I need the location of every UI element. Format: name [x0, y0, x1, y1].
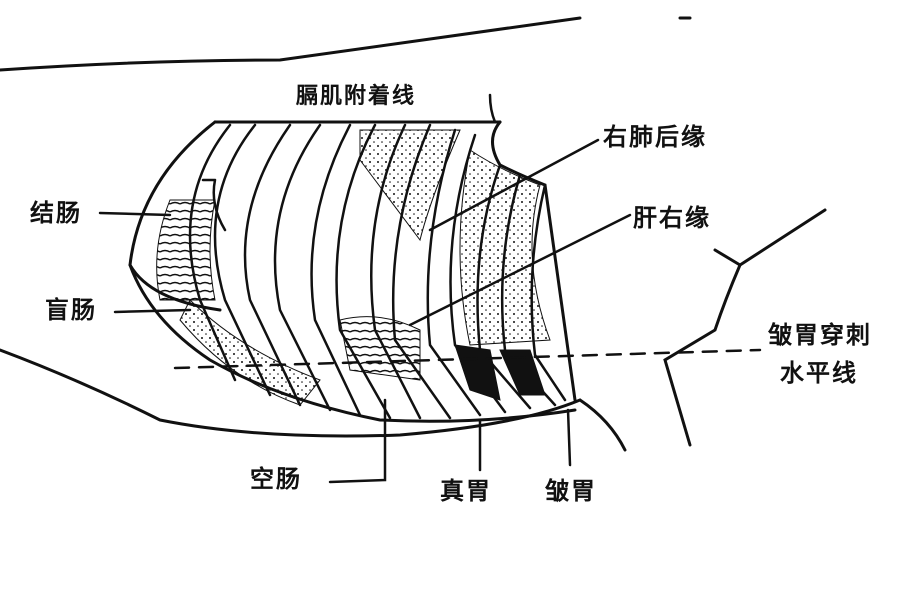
- jejunum-region: [339, 316, 421, 381]
- label-abomasum: 皱胃: [545, 477, 597, 505]
- label-true-stomach: 真胃: [440, 477, 492, 505]
- label-cecum: 盲肠: [45, 296, 97, 324]
- leg-outline-branch: [713, 248, 742, 267]
- lower-abdomen-region: [179, 299, 321, 406]
- label-colon: 结肠: [30, 199, 82, 227]
- belly-outline: [0, 348, 627, 452]
- label-puncture-line-2: 水平线: [780, 359, 858, 387]
- leader-lines: [98, 93, 632, 484]
- rib-cage-outline: [128, 120, 577, 423]
- label-diaphragm-line: 膈肌附着线: [296, 84, 417, 109]
- label-liver-edge: 肝右缘: [633, 204, 711, 232]
- leg-outline: [663, 208, 827, 447]
- lung-region: [359, 129, 461, 242]
- label-puncture-line-1: 皱胃穿刺: [768, 321, 872, 349]
- label-right-lung-edge: 右肺后缘: [603, 123, 707, 151]
- colon-region: [156, 199, 216, 301]
- label-jejunum: 空肠: [250, 465, 302, 493]
- liver-region: [459, 149, 551, 346]
- puncture-dashed-line: [173, 348, 762, 370]
- back-outline: [0, 16, 582, 72]
